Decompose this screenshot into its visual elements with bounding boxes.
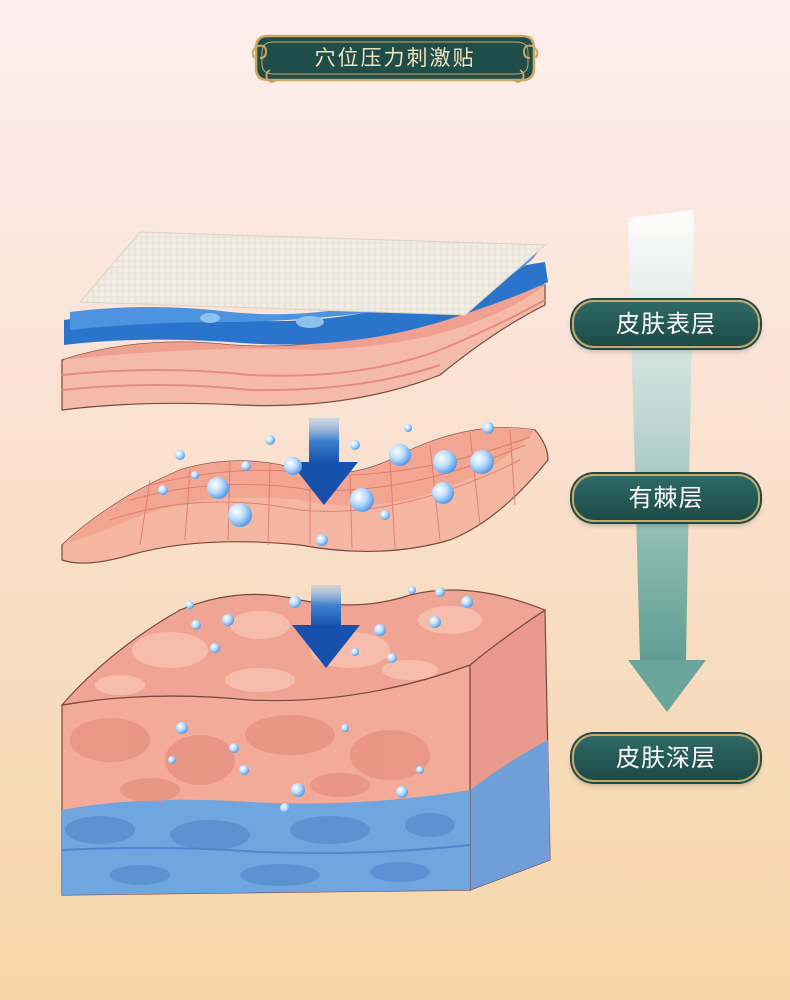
pressure-arrow-1 [290, 418, 358, 505]
bubbles [158, 422, 494, 813]
label-epidermis: 皮肤表层 [572, 300, 760, 348]
pressure-arrow-2 [292, 585, 360, 668]
depth-arrow [628, 210, 706, 712]
label-dermis: 皮肤深层 [572, 734, 760, 782]
page-title: 穴位压力刺激贴 [314, 46, 476, 70]
epidermis-layer [61, 231, 548, 411]
title-banner: 穴位压力刺激贴 [250, 30, 540, 86]
title-banner-frame [251, 34, 539, 83]
spinous-layer [61, 427, 549, 564]
label-spinous-layer: 有棘层 [572, 474, 760, 522]
